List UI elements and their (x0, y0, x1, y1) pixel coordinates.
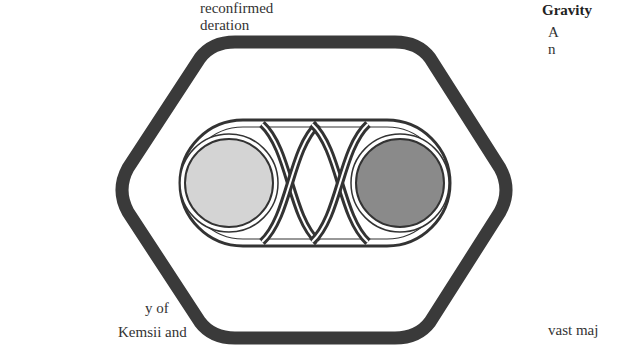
left-body-ring (180, 134, 278, 232)
page-text-fragment: n (548, 41, 556, 58)
page-text-fragment: Kemsii and (118, 324, 187, 341)
page-heading-fragment: Gravity (542, 2, 592, 19)
outer-band (122, 42, 506, 338)
right-body (356, 139, 444, 227)
left-body (185, 139, 273, 227)
page-text-fragment: vast maj (548, 322, 598, 339)
page-text-fragment: deration (200, 17, 249, 34)
page-text-fragment: A (548, 24, 559, 41)
right-body-ring (351, 134, 449, 232)
inner-capsule (180, 120, 450, 246)
page-text-fragment: reconfirmed (200, 0, 273, 17)
page-text-fragment: y of (145, 300, 169, 317)
